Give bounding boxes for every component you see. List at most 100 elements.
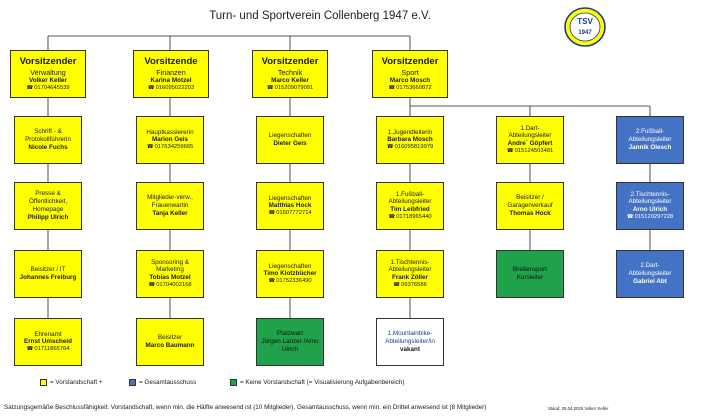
logo-year: 1947 [578, 30, 592, 36]
legend-label: = Gesamtausschuss [139, 379, 197, 386]
node-phone: 01607772714 [268, 210, 311, 217]
node-name: Gabriel Abt [633, 277, 667, 285]
head-title: Vorsitzender [381, 56, 439, 68]
head-title: Vorsitzender [261, 56, 319, 68]
node-name: Marco Baumann [145, 342, 195, 349]
legend-swatch-green [230, 379, 237, 386]
node-fussball-1: 1.Fußball-Abteilungsleiter Tim Leibfried… [376, 182, 444, 230]
legend-blue: = Gesamtausschuss [129, 379, 196, 386]
node-role: 1.Tischtennis-Abteilungsleiter [388, 258, 432, 274]
node-role: Beisitzer [157, 334, 183, 342]
node-name: Frank Zöller [391, 274, 429, 282]
node-phone: 01718965440 [388, 214, 431, 221]
node-role: Beisitzer / IT [30, 266, 66, 274]
node-role: Mitglieder-verw., Frauenwartin [147, 194, 193, 210]
legend-green: = Keine Vorstandschaft (= Visualisierung… [230, 379, 404, 386]
stand-date: Stand: 25.04.2025 Volker Keller [548, 406, 609, 411]
node-role: Schrift - & Protokollführerin [25, 128, 71, 144]
node-tischtennis-1: 1.Tischtennis-Abteilungsleiter Frank Zöl… [376, 250, 444, 298]
node-schriftfuehrerin: Schrift - & Protokollführerin Nicole Fuc… [14, 116, 82, 164]
node-mountainbike: 1.Mountainbike-Abteilungsleiter/in vakan… [376, 318, 444, 366]
node-role: Ehrenamt [34, 330, 62, 338]
node-role: Hauptkassiererin [146, 128, 194, 136]
node-name: Arno Ulrich [632, 206, 668, 214]
node-phone: 01752336490 [268, 278, 311, 285]
node-jugendleiterin: 1.Jugendleiterin Barbara Mosch 016095819… [376, 116, 444, 164]
node-role: 1.Fußball-Abteilungsleiter [388, 190, 432, 206]
node-name: Ernst Umscheid [24, 338, 72, 346]
node-name: Johannes Freiburg [19, 274, 77, 281]
node-role: 2.Dart-Abteilungsleiter [628, 262, 672, 278]
node-garagenverkauf: Beisitzer / Garagenverkauf Thomas Hock [496, 182, 564, 230]
node-name: Jürgen Lanzer /Arno Ulrich [261, 338, 319, 353]
node-presse: Presse & Öffentlichkeit, Homepage Philip… [14, 182, 82, 230]
node-breitensport: Breitensport Kursleiter [496, 250, 564, 298]
node-name: Tim Leibfried [390, 206, 430, 214]
legend-label: = Keine Vorstandschaft (= Visualisierung… [240, 379, 405, 386]
head-verwaltung: Vorsitzender Verwaltung Volker Keller 01… [10, 50, 86, 98]
node-role: Presse & Öffentlichkeit, Homepage [28, 190, 68, 213]
legend-label: = Vorstandschaft + [50, 379, 103, 386]
node-name: Dieter Geis [273, 140, 307, 147]
node-name: Timo Klotzbücher [263, 270, 317, 278]
node-beisitzer-it: Beisitzer / IT Johannes Freiburg [14, 250, 82, 298]
node-role: Liegenschaften [268, 194, 312, 202]
head-dept: Technik [277, 67, 303, 77]
head-title: Vorsitzende [144, 56, 198, 68]
node-role: 1.Mountainbike-Abteilungsleiter/in [385, 330, 435, 346]
node-name: Matthias Hock [268, 202, 312, 210]
node-role: 1.Dart-Abteilungsleiter [508, 124, 552, 140]
node-hauptkassiererin: Hauptkassiererin Marion Geis 01763425966… [136, 116, 204, 164]
head-phone: 01753660872 [388, 85, 431, 92]
node-name: Thomas Hock [509, 209, 551, 217]
club-logo: TSV 1947 [564, 7, 606, 47]
node-phone: 01711865764 [27, 346, 69, 353]
node-phone: 015124503481 [507, 148, 554, 155]
head-phone: 016095022203 [148, 85, 195, 92]
node-role: 1.Jugendleiterin [387, 128, 433, 136]
node-role: Liegenschaften [268, 262, 312, 270]
node-tischtennis-2: 2.Tischtennis-Abteilungsleiter Arno Ulri… [616, 182, 684, 230]
head-phone: 01704645539 [26, 85, 69, 92]
head-name: Marco Keller [271, 76, 309, 84]
node-name: Andre` Göpfert [507, 140, 553, 148]
node-fussball-2: 2.Fußball-Abteilungsleiter Jannik Olesch [616, 116, 684, 164]
node-phone: 01704002168 [148, 282, 191, 289]
node-role: Beisitzer / Garagenverkauf [507, 194, 553, 210]
head-name: Volker Keller [28, 76, 68, 84]
head-finanzen: Vorsitzende Finanzen Karina Motzel 01609… [133, 50, 209, 98]
node-role: Sponsoring & Marketing [151, 258, 189, 274]
head-technik: Vorsitzender Technik Marco Keller 015209… [252, 50, 328, 98]
node-phone: 09376586 [393, 282, 427, 289]
head-name: Marco Mosch [389, 76, 431, 84]
head-dept: Finanzen [156, 67, 186, 77]
node-phone: 016095819979 [387, 144, 434, 151]
node-phone: 017634259665 [147, 144, 194, 151]
node-role: 2.Fußball-Abteilungsleiter [628, 128, 672, 144]
logo-text: TSV [577, 17, 593, 26]
head-phone: 015209079091 [267, 85, 314, 92]
page-title: Turn- und Sportverein Collenberg 1947 e.… [209, 10, 431, 22]
legend-swatch-yellow [40, 379, 47, 386]
legend-swatch-blue [129, 379, 136, 386]
node-role: 2.Tischtennis-Abteilungsleiter [628, 190, 672, 206]
node-name: Marion Geis [151, 136, 189, 144]
node-role: Platzwart [277, 330, 303, 338]
node-liegenschaften-2: Liegenschaften Matthias Hock 01607772714 [256, 182, 324, 230]
footer-note: Satzungsgemäße Beschlussfähigkeit: Vorst… [4, 404, 487, 411]
node-ehrenamt: Ehrenamt Ernst Umscheid 01711865764 [14, 318, 82, 366]
node-mitgliederverwaltung: Mitglieder-verw., Frauenwartin Tanja Kel… [136, 182, 204, 230]
head-sport: Vorsitzender Sport Marco Mosch 017536608… [372, 50, 448, 98]
node-name: Tanja Keller [152, 209, 188, 217]
head-dept: Verwaltung [30, 67, 66, 77]
node-liegenschaften-1: Liegenschaften Dieter Geis [256, 116, 324, 164]
node-name: Barbara Mosch [387, 136, 433, 144]
node-name: Jannik Olesch [628, 143, 672, 151]
node-name: Nicole Fuchs [28, 143, 68, 151]
node-name: Philipp Ulrich [27, 213, 69, 221]
node-beisitzer: Beisitzer Marco Baumann [136, 318, 204, 366]
head-name: Karina Motzel [150, 76, 192, 84]
node-platzwart: Platzwart Jürgen Lanzer /Arno Ulrich [256, 318, 324, 366]
node-phone: 015120297228 [627, 214, 674, 221]
